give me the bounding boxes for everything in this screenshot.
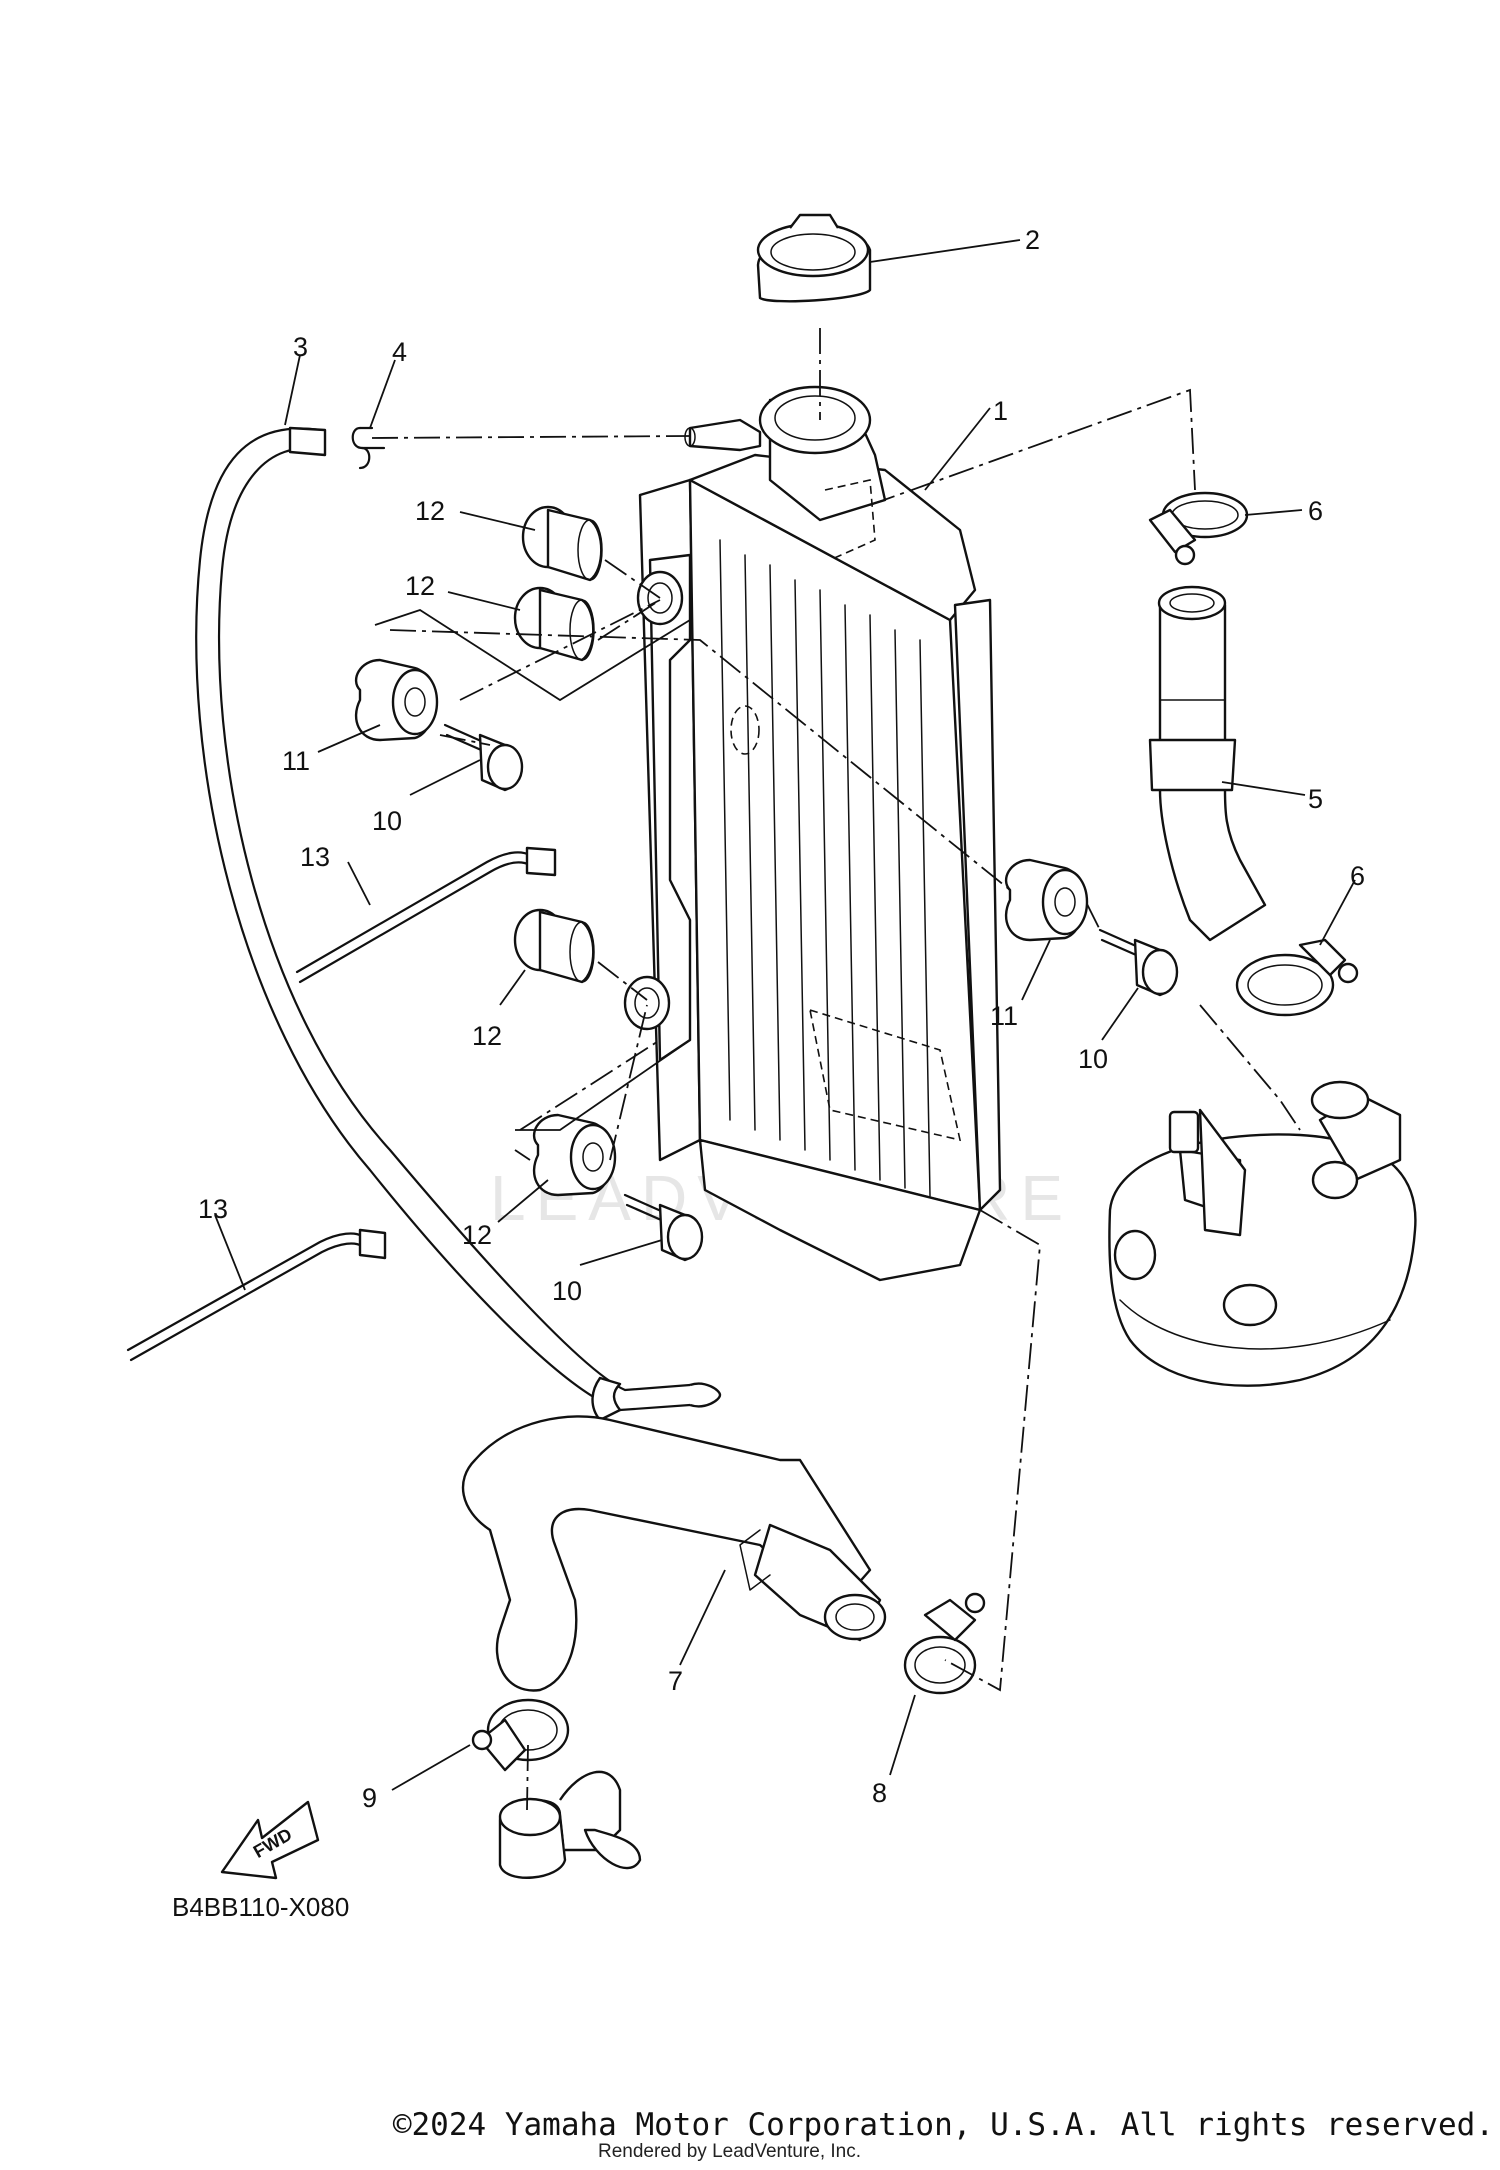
collar-12c bbox=[513, 908, 595, 984]
upper-radiator-hose bbox=[1148, 585, 1267, 942]
callout-10c: 10 bbox=[552, 1276, 582, 1306]
callout-6b: 6 bbox=[1350, 861, 1365, 891]
callout-7: 7 bbox=[668, 1666, 683, 1696]
bolt-10c bbox=[623, 1193, 704, 1262]
diagram-code: B4BB110-X080 bbox=[172, 1892, 350, 1922]
callout-11b: 11 bbox=[990, 1001, 1018, 1031]
callout-10a: 10 bbox=[372, 806, 402, 836]
damper-11a bbox=[354, 658, 439, 742]
callout-1: 1 bbox=[993, 396, 1008, 426]
callout-11a: 11 bbox=[282, 746, 310, 776]
hose-clamp-upper bbox=[1148, 491, 1249, 566]
callout-4: 4 bbox=[392, 337, 407, 367]
damper-11c bbox=[532, 1113, 617, 1197]
leader-lines bbox=[214, 239, 1356, 1791]
hose-clip bbox=[351, 426, 386, 470]
radiator bbox=[623, 385, 1002, 1282]
water-pump-fitting bbox=[498, 1770, 642, 1879]
callout-13a: 13 bbox=[300, 842, 330, 872]
collar-12a bbox=[521, 505, 603, 582]
callout-5: 5 bbox=[1308, 784, 1323, 814]
overflow-hose bbox=[195, 426, 722, 1422]
collar-12b bbox=[513, 586, 595, 662]
callout-2: 2 bbox=[1025, 225, 1040, 255]
radiator-cap bbox=[756, 213, 872, 303]
callout-11c: 12 bbox=[462, 1220, 492, 1250]
callout-9: 9 bbox=[362, 1783, 377, 1813]
rendered-by-credit: Rendered by LeadVenture, Inc. bbox=[598, 2141, 862, 2162]
callout-12a: 12 bbox=[415, 496, 445, 526]
hose-clamp-9 bbox=[471, 1698, 570, 1772]
hose-clamp-lower bbox=[1235, 938, 1359, 1017]
lower-radiator-hose bbox=[461, 1415, 887, 1692]
callout-12c: 12 bbox=[472, 1021, 502, 1051]
bolt-10b bbox=[1098, 928, 1179, 997]
callouts: 2 1 3 4 6 5 6 12 12 11 10 13 12 11 10 13… bbox=[198, 225, 1365, 1813]
alignment-lines bbox=[371, 328, 1301, 1811]
callout-13b: 13 bbox=[198, 1194, 228, 1224]
callout-8: 8 bbox=[872, 1778, 887, 1808]
damper-11b bbox=[1004, 858, 1089, 942]
copyright-notice: ©2024 Yamaha Motor Corporation, U.S.A. A… bbox=[392, 2107, 1494, 2143]
callout-3: 3 bbox=[293, 332, 308, 362]
hose-clamp-8 bbox=[903, 1592, 986, 1695]
cylinder-head bbox=[1108, 1080, 1417, 1387]
bolt-10a bbox=[443, 723, 524, 792]
callout-12b: 12 bbox=[405, 571, 435, 601]
callout-6a: 6 bbox=[1308, 496, 1323, 526]
callout-10b: 10 bbox=[1078, 1044, 1108, 1074]
cable-tie-13a bbox=[295, 846, 557, 984]
fwd-arrow: FWD bbox=[220, 1800, 320, 1880]
cable-tie-13b bbox=[126, 1228, 387, 1362]
